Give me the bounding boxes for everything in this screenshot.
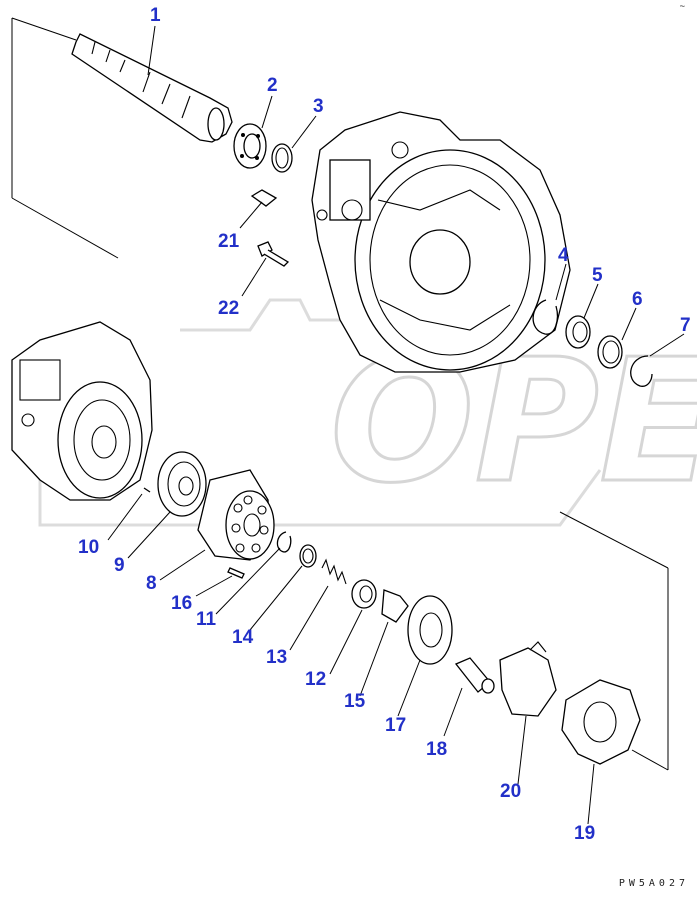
callout-16: 16 bbox=[171, 593, 193, 614]
leader-lines bbox=[107, 25, 685, 825]
part-17-retainer-plate bbox=[407, 595, 453, 665]
part-15-ball-guide bbox=[381, 589, 409, 623]
drawing-code: PW5A027 bbox=[618, 878, 689, 889]
callout-12: 12 bbox=[305, 669, 327, 690]
callout-17: 17 bbox=[385, 715, 407, 736]
callout-5: 5 bbox=[592, 265, 603, 286]
callout-6: 6 bbox=[632, 289, 643, 310]
callout-7: 7 bbox=[680, 315, 691, 336]
part-8-cylinder-block bbox=[197, 469, 275, 561]
callout-21: 21 bbox=[218, 231, 240, 252]
part-10-pin bbox=[143, 487, 151, 493]
part-2-bearing bbox=[233, 123, 267, 169]
callout-2: 2 bbox=[267, 75, 278, 96]
callout-14: 14 bbox=[232, 627, 254, 648]
part-20-swash-plate bbox=[499, 641, 557, 717]
callout-3: 3 bbox=[313, 96, 324, 117]
part-21-pin bbox=[250, 189, 278, 207]
part-1-shaft bbox=[71, 33, 233, 143]
part-3-snap-ring bbox=[271, 143, 293, 173]
callout-10: 10 bbox=[78, 537, 100, 558]
assembly-frame bbox=[11, 17, 669, 771]
part-22-bolt bbox=[257, 241, 290, 267]
callout-15: 15 bbox=[344, 691, 366, 712]
part-4-snap-ring bbox=[532, 299, 559, 335]
part-9-valve-plate bbox=[157, 451, 207, 517]
callout-4: 4 bbox=[558, 245, 569, 266]
part-13-spring bbox=[321, 558, 347, 585]
callout-9: 9 bbox=[114, 555, 125, 576]
part-7-snap-ring bbox=[630, 355, 653, 387]
part-14-washer bbox=[299, 544, 317, 568]
part-16-pin bbox=[227, 567, 245, 579]
callout-22: 22 bbox=[218, 298, 240, 319]
callout-20: 20 bbox=[500, 781, 522, 802]
callout-1: 1 bbox=[150, 5, 161, 26]
part-11-snap-ring bbox=[276, 531, 292, 553]
part-18-piston bbox=[454, 657, 495, 694]
callout-18: 18 bbox=[426, 739, 448, 760]
part-19-cradle bbox=[561, 679, 641, 765]
part-6-shim bbox=[597, 335, 623, 369]
corner-mark: ~ bbox=[679, 2, 685, 12]
part-12-collar bbox=[351, 579, 377, 609]
pump-block-rear bbox=[11, 321, 153, 501]
part-5-bearing bbox=[565, 315, 591, 349]
callout-19: 19 bbox=[574, 823, 596, 844]
callout-13: 13 bbox=[266, 647, 288, 668]
callout-8: 8 bbox=[146, 573, 157, 594]
callout-11: 11 bbox=[196, 609, 217, 630]
pump-housing bbox=[311, 111, 571, 373]
